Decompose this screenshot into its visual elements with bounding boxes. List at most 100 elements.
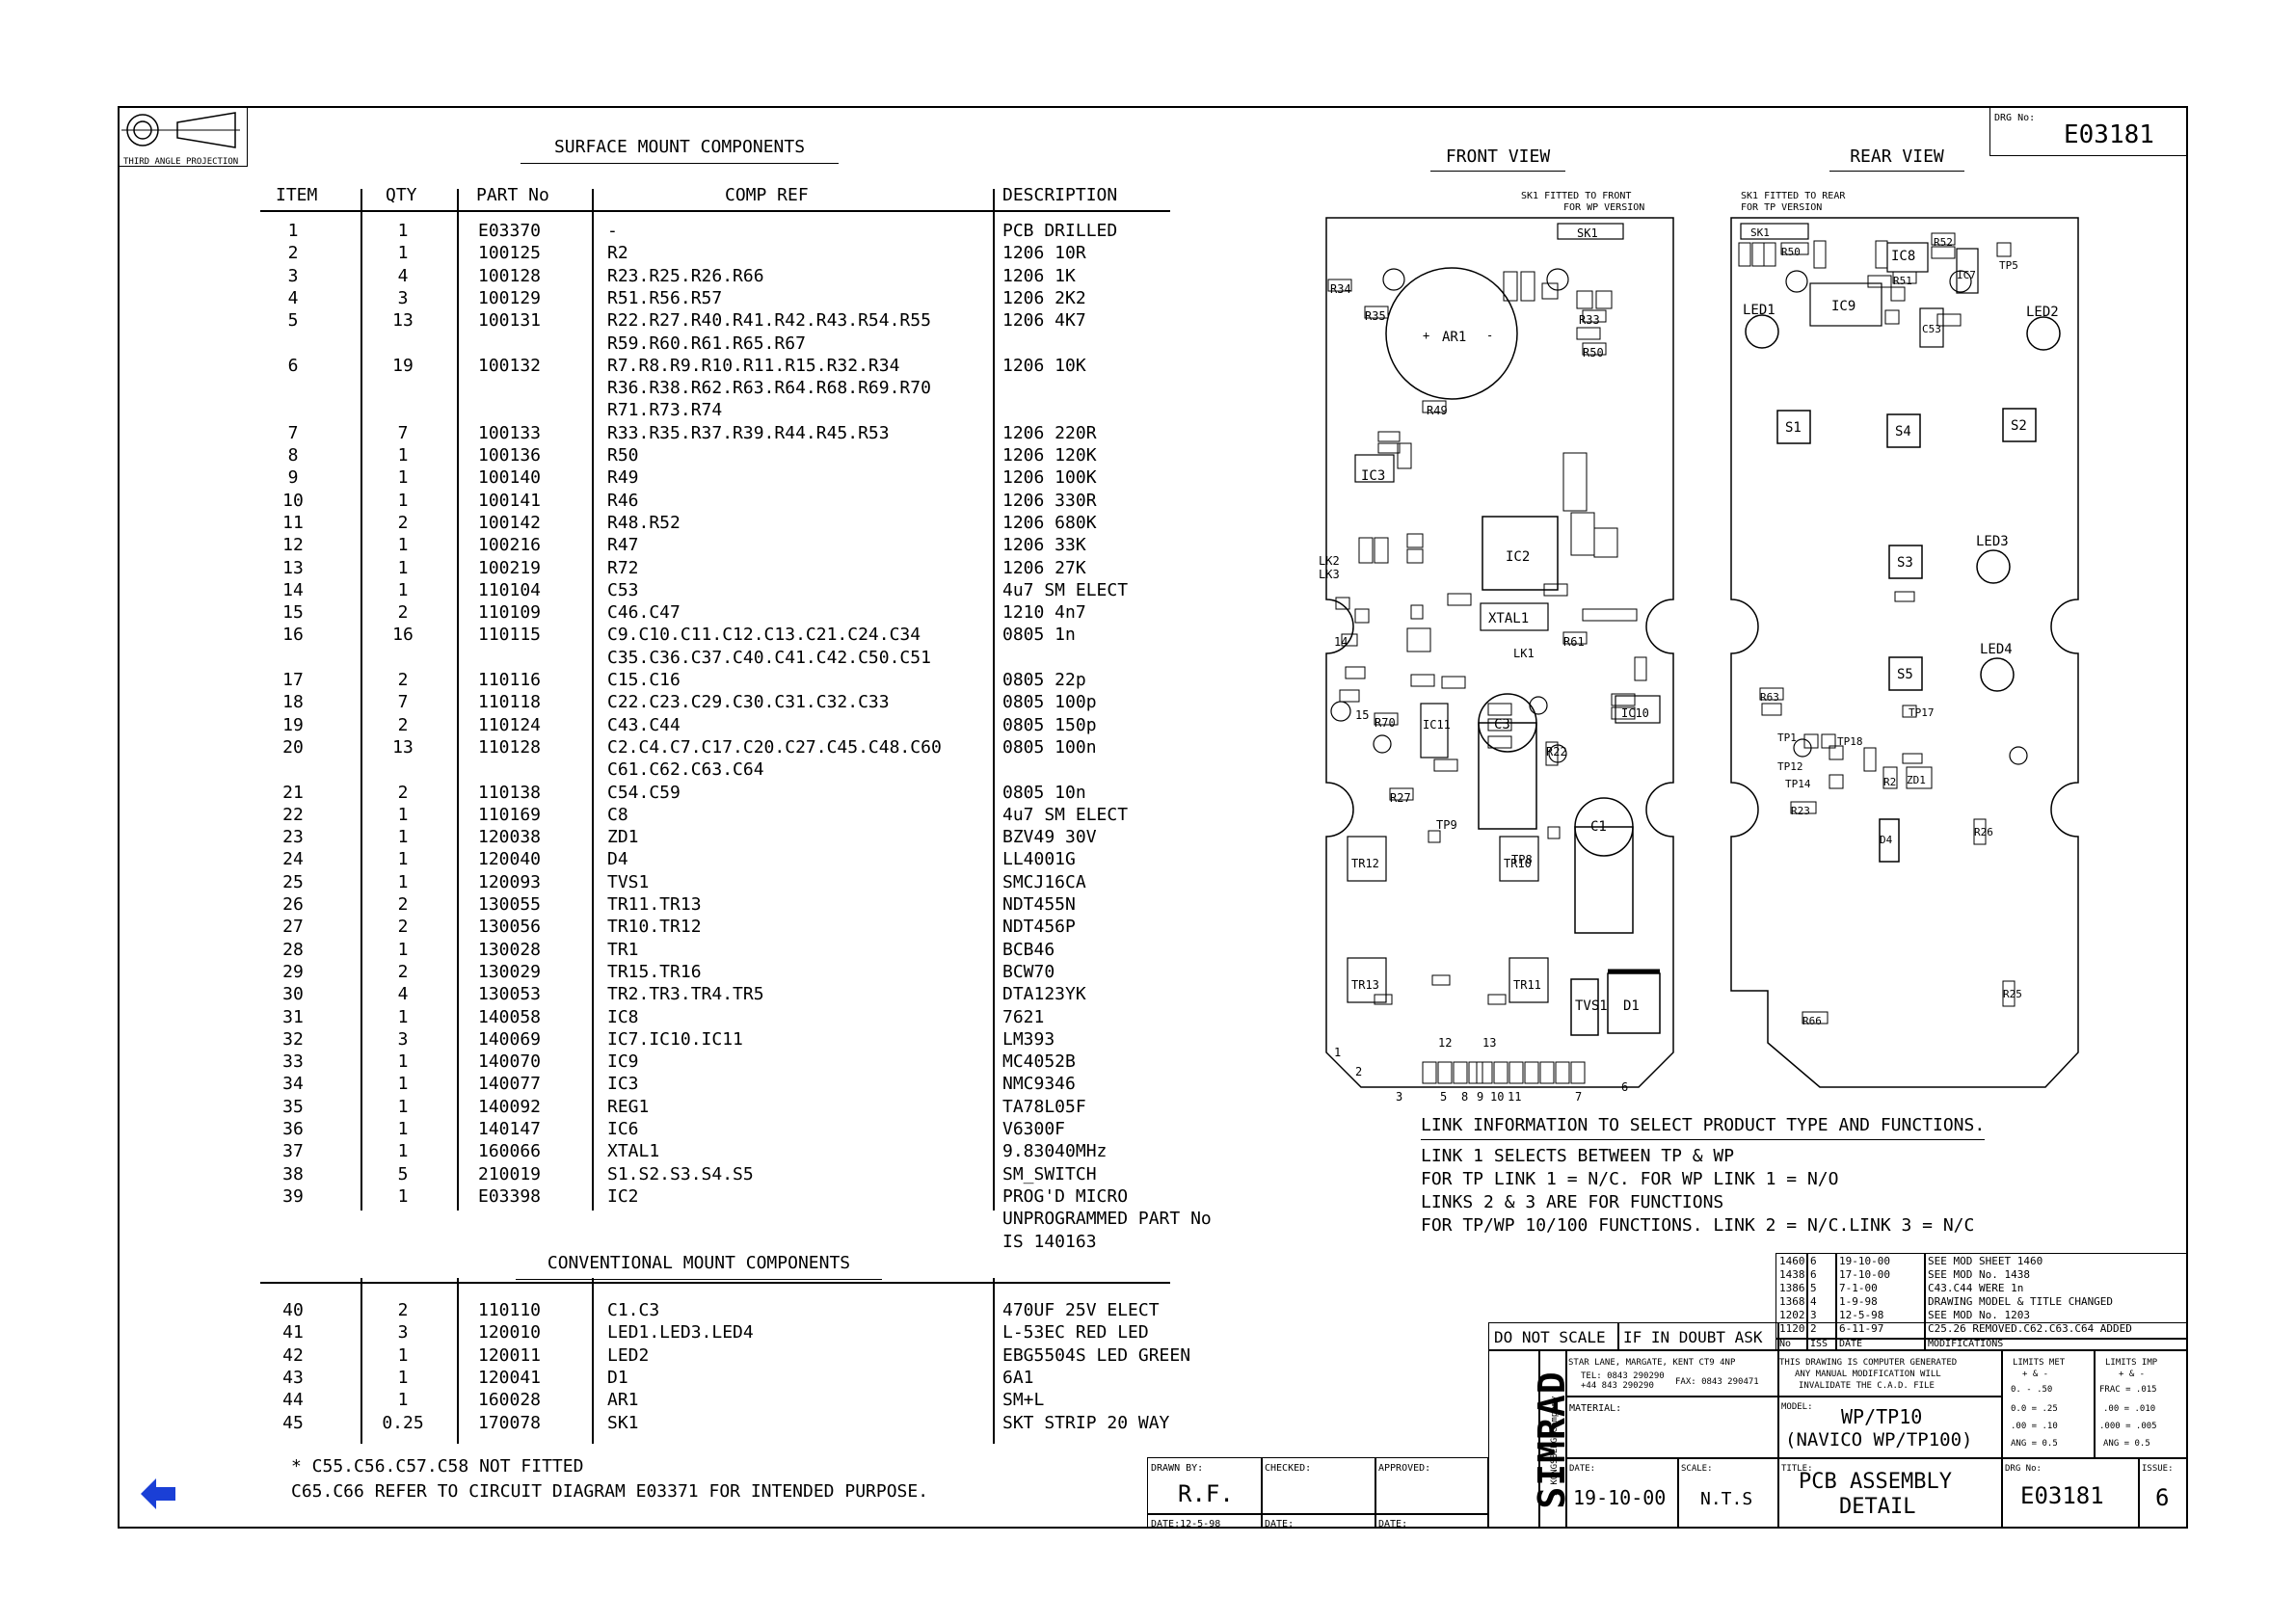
smc-cell: 5	[287, 310, 299, 332]
smc-header-qty: QTY	[386, 185, 417, 205]
note-line-1: * C55.C56.C57.C58 NOT FITTED	[291, 1456, 584, 1477]
front-note-2: FOR WP VERSION	[1563, 202, 1645, 213]
smc-cell: C15.C16	[607, 670, 681, 690]
approved-date: DATE:	[1378, 1519, 1408, 1530]
smc-cell: 1	[397, 1006, 409, 1027]
front-label-n7: 7	[1575, 1090, 1583, 1104]
smc-cell: 31	[282, 1006, 304, 1027]
cmc-cell: 120011	[478, 1344, 542, 1366]
smc-cell: 37	[282, 1141, 304, 1162]
smc-cell: 100131	[478, 310, 542, 332]
smc-cell: 3	[287, 265, 299, 286]
smc-cell: 1	[397, 939, 409, 960]
rear-label-r66: R66	[1802, 1015, 1822, 1027]
cmc-cell: 160028	[478, 1390, 542, 1411]
smc-cell: 1	[397, 557, 409, 578]
smc-cell: 1	[397, 804, 409, 825]
smc-cell: C61.C62.C63.C64	[607, 759, 764, 781]
smc-cell: 9.83040MHz	[1002, 1141, 1108, 1162]
cmc-cell: 120041	[478, 1367, 542, 1388]
smc-cell: C8	[607, 804, 628, 825]
smc-cell: 4u7 SM ELECT	[1002, 579, 1129, 600]
smc-cell: R50	[607, 445, 639, 466]
smc-cell: 12	[282, 535, 304, 556]
smc-cell: 4u7 SM ELECT	[1002, 804, 1129, 825]
cmc-cell: 44	[282, 1390, 304, 1411]
smc-cell: 28	[282, 939, 304, 960]
smc-cell: R2	[607, 243, 628, 264]
smc-cell: 110118	[478, 692, 542, 713]
company-fax: FAX: 0843 290471	[1675, 1377, 1759, 1387]
computer-note-2: ANY MANUAL MODIFICATION WILL	[1795, 1370, 1941, 1379]
smc-cell: LM393	[1002, 1028, 1055, 1050]
note-line-2: C65.C66 REFER TO CIRCUIT DIAGRAM E03371 …	[291, 1481, 929, 1502]
smc-cell: 32	[282, 1028, 304, 1050]
smc-cell: V6300F	[1002, 1119, 1066, 1139]
rear-label-s2: S2	[2011, 418, 2027, 434]
rear-label-s1: S1	[1785, 420, 1802, 436]
cmc-cell: LED1.LED3.LED4	[607, 1322, 754, 1344]
smc-cell: 1	[287, 221, 299, 241]
cmc-cell: EBG5504S LED GREEN	[1002, 1344, 1191, 1366]
smc-cell: 140147	[478, 1119, 542, 1139]
limits-met-3: .00 = .10	[2011, 1422, 2058, 1431]
mods-cell: 1438	[1779, 1268, 1805, 1281]
smc-cell: R49	[607, 467, 639, 489]
smc-cell: 1206 27K	[1002, 557, 1086, 578]
smc-cell: TR2.TR3.TR4.TR5	[607, 984, 764, 1005]
limits-imp-3: .000 = .005	[2099, 1422, 2157, 1431]
cmc-cell: SM+L	[1002, 1390, 1045, 1411]
drg-value: E03181	[2020, 1482, 2104, 1509]
front-label-n5: 5	[1440, 1090, 1448, 1104]
rear-label-r23: R23	[1791, 805, 1810, 817]
rear-label-led2: LED2	[2026, 305, 2059, 320]
smc-cell: 210019	[478, 1163, 542, 1184]
rear-label-r52: R52	[1934, 236, 1953, 249]
back-arrow-icon[interactable]	[139, 1477, 177, 1511]
mods-head: ISS	[1810, 1339, 1829, 1349]
smc-cell: 100129	[478, 287, 542, 308]
rear-label-sk1: SK1	[1750, 226, 1770, 239]
signoff-block	[1147, 1457, 1488, 1529]
smc-cell: 8	[287, 445, 299, 466]
rear-label-led3: LED3	[1976, 534, 2009, 549]
cmc-top-rule	[260, 1282, 1170, 1284]
front-label-r35: R35	[1365, 309, 1386, 323]
smc-cell: 140058	[478, 1006, 542, 1027]
smc-cell: 2	[397, 602, 409, 624]
do-not-scale: DO NOT SCALE	[1494, 1328, 1606, 1346]
front-label-n2: 2	[1355, 1065, 1363, 1078]
front-label-ic2: IC2	[1506, 549, 1531, 565]
smc-cell: 26	[282, 894, 304, 915]
smc-cell: S1.S2.S3.S4.S5	[607, 1163, 754, 1184]
limits-imp-label: LIMITS IMP	[2105, 1358, 2158, 1368]
cmc-cell: L-53EC RED LED	[1002, 1322, 1149, 1344]
smc-cell: IC2	[607, 1185, 639, 1207]
smc-cell: 130028	[478, 939, 542, 960]
rear-label-r25: R25	[2003, 988, 2022, 1000]
smc-cell: 1	[397, 490, 409, 511]
smc-cell: 1	[397, 243, 409, 264]
smc-cell: 7	[397, 692, 409, 713]
smc-cell: TR15.TR16	[607, 961, 702, 982]
smc-cell: 100142	[478, 512, 542, 533]
smc-cell: 110169	[478, 804, 542, 825]
smc-cell: 100216	[478, 535, 542, 556]
cmc-cell: 1	[397, 1367, 409, 1388]
rear-label-led1: LED1	[1743, 303, 1775, 318]
projection-symbol: THIRD ANGLE PROJECTION	[120, 108, 248, 167]
mods-cell: 6	[1810, 1268, 1817, 1281]
rear-label-r51: R51	[1893, 275, 1912, 287]
smc-cell: 100136	[478, 445, 542, 466]
smc-cell: DTA123YK	[1002, 984, 1086, 1005]
smc-cell: 100140	[478, 467, 542, 489]
smc-cell: ZD1	[607, 827, 639, 848]
front-label-r22: R22	[1546, 745, 1567, 758]
smc-cell: SMCJ16CA	[1002, 871, 1086, 892]
rear-note-1: SK1 FITTED TO REAR	[1741, 191, 1846, 201]
front-label-r27: R27	[1390, 791, 1411, 805]
smc-cell: 19	[282, 714, 304, 735]
mods-cell: DRAWING MODEL & TITLE CHANGED	[1928, 1295, 2114, 1308]
cmc-cell: 40	[282, 1300, 304, 1320]
smc-cell: 130056	[478, 917, 542, 938]
